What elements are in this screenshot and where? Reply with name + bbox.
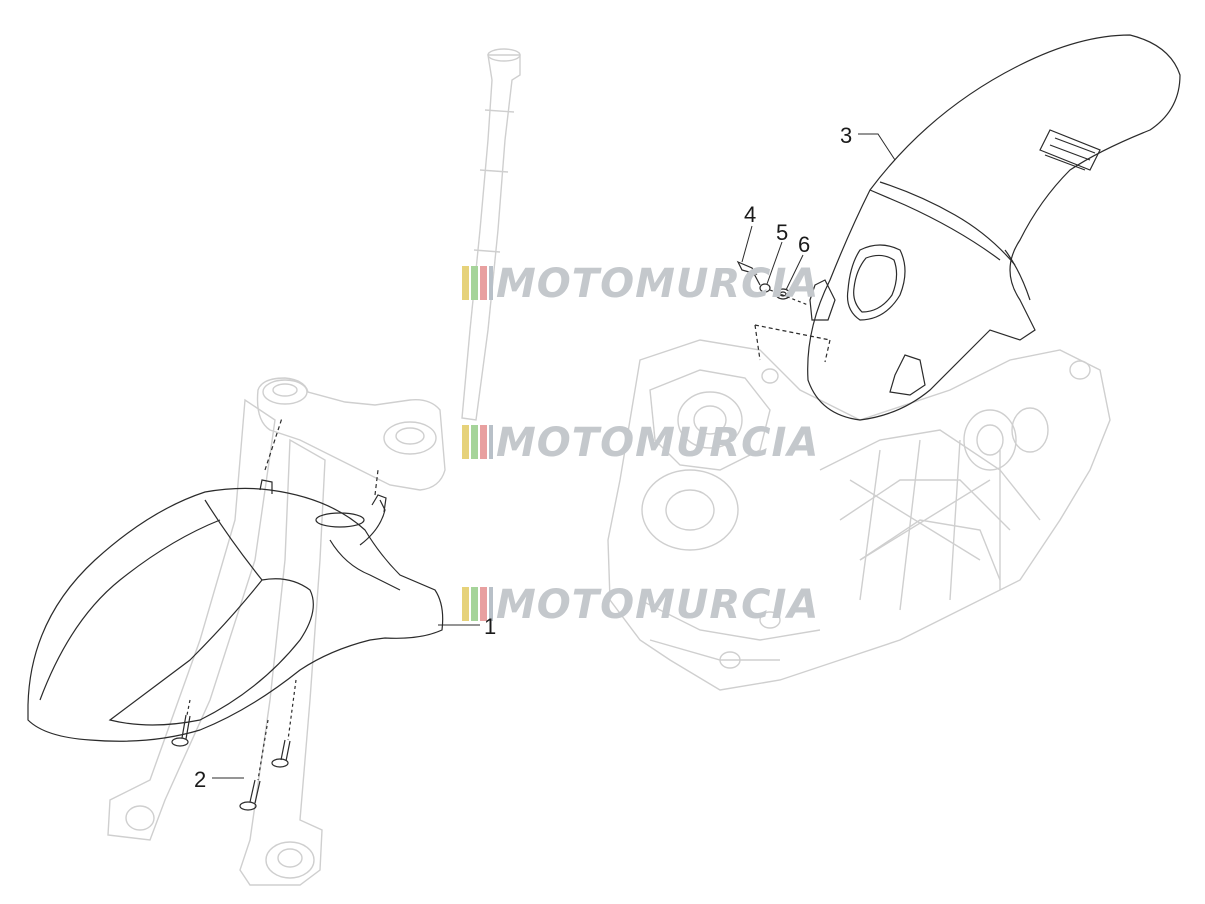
watermark-bottom: MOTOMURCIA [462, 582, 819, 628]
screw-1 [171, 699, 191, 747]
watermark-stripe [462, 266, 469, 300]
engine-crankcase-ghost [607, 339, 1111, 691]
bolt-4 [736, 260, 761, 286]
nut-5 [759, 283, 771, 293]
leader-6 [785, 254, 804, 291]
watermark-stripe [471, 587, 478, 621]
watermark-stripe [462, 587, 469, 621]
screw-set [171, 679, 297, 811]
watermark-text: MOTOMURCIA [496, 582, 819, 628]
leader-3 [858, 133, 896, 161]
watermark-text: MOTOMURCIA [496, 261, 819, 307]
watermark-stripe [480, 587, 487, 621]
screw-2 [239, 719, 269, 811]
watermark-middle: MOTOMURCIA [462, 420, 819, 466]
leader-5 [766, 241, 783, 285]
watermark-top: MOTOMURCIA [462, 261, 819, 307]
front-mudguard [27, 417, 444, 742]
rear-splash-guard [754, 34, 1181, 421]
callout-labels: 1 2 3 4 5 6 [194, 123, 852, 792]
callout-1: 1 [484, 614, 496, 639]
washer-6 [775, 288, 791, 300]
screw-3 [271, 679, 297, 768]
callout-6: 6 [798, 232, 810, 257]
callout-2: 2 [194, 767, 206, 792]
watermark-group: MOTOMURCIA MOTOMURCIA MOTOMURCIA [462, 261, 819, 628]
watermark-stripe [489, 266, 493, 300]
watermark-stripe [471, 425, 478, 459]
watermark-stripe [471, 266, 478, 300]
watermark-stripe [480, 425, 487, 459]
front-fork-ghost [107, 48, 521, 886]
hardware-small [736, 260, 809, 306]
leader-4 [741, 225, 753, 263]
callout-3: 3 [840, 123, 852, 148]
watermark-stripe [489, 425, 493, 459]
callout-5: 5 [776, 220, 788, 245]
leader-lines [212, 133, 896, 779]
watermark-stripe [462, 425, 469, 459]
watermark-stripe [480, 266, 487, 300]
watermark-stripe [489, 587, 493, 621]
callout-4: 4 [744, 202, 756, 227]
watermark-text: MOTOMURCIA [496, 420, 819, 466]
